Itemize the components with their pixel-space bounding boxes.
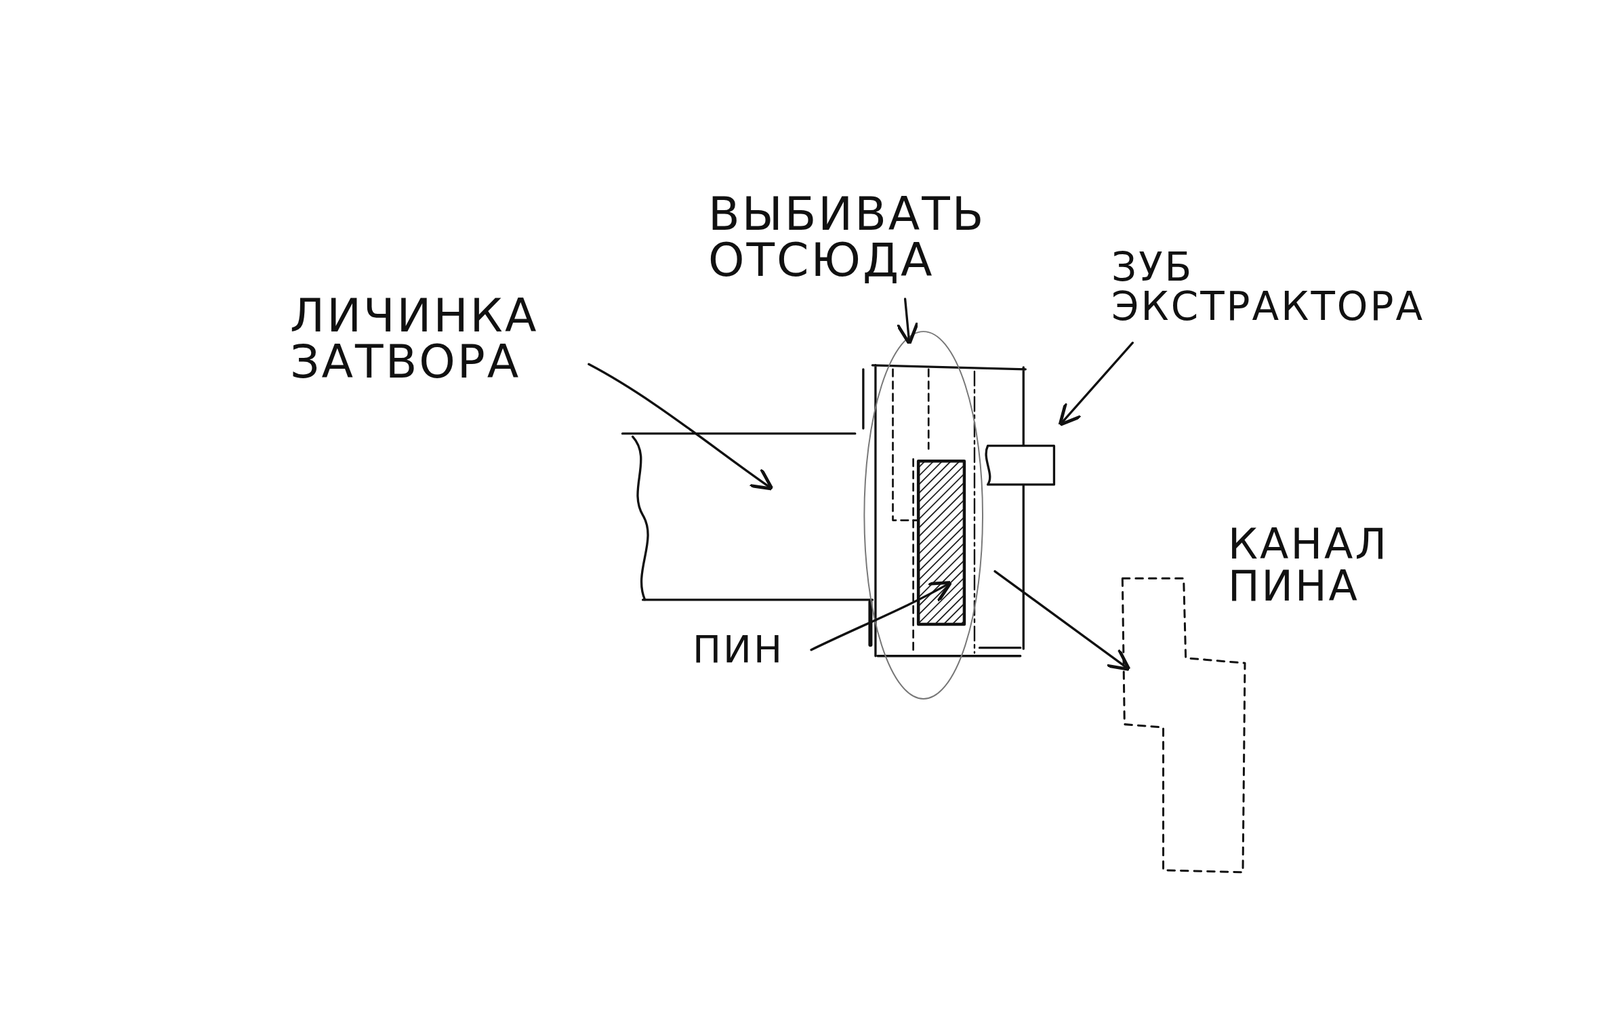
shoulder-line xyxy=(862,369,865,429)
part-label: КАНАЛ ПИНА xyxy=(1227,523,1389,608)
leader-arrow xyxy=(905,298,910,342)
pin-channel xyxy=(1122,578,1245,872)
part-label: ПИН xyxy=(692,630,785,669)
pin xyxy=(918,460,965,625)
leader-arrow xyxy=(1061,342,1133,424)
part-label: ЗУБ ЭКСТРАКТОРА xyxy=(1111,247,1425,326)
bolt-head xyxy=(872,365,1026,656)
highlight-ellipse xyxy=(864,331,983,699)
part-label: ВЫБИВАТЬ ОТСЮДА xyxy=(708,191,987,284)
leader-arrow xyxy=(994,571,1128,669)
leader-arrow xyxy=(588,363,771,488)
hidden-line xyxy=(912,458,915,653)
leader-arrow xyxy=(811,583,949,650)
part-label: ЛИЧИНКА ЗАТВОРА xyxy=(290,292,539,385)
carrier-rod xyxy=(622,433,873,600)
extractor-tooth xyxy=(986,445,1054,485)
